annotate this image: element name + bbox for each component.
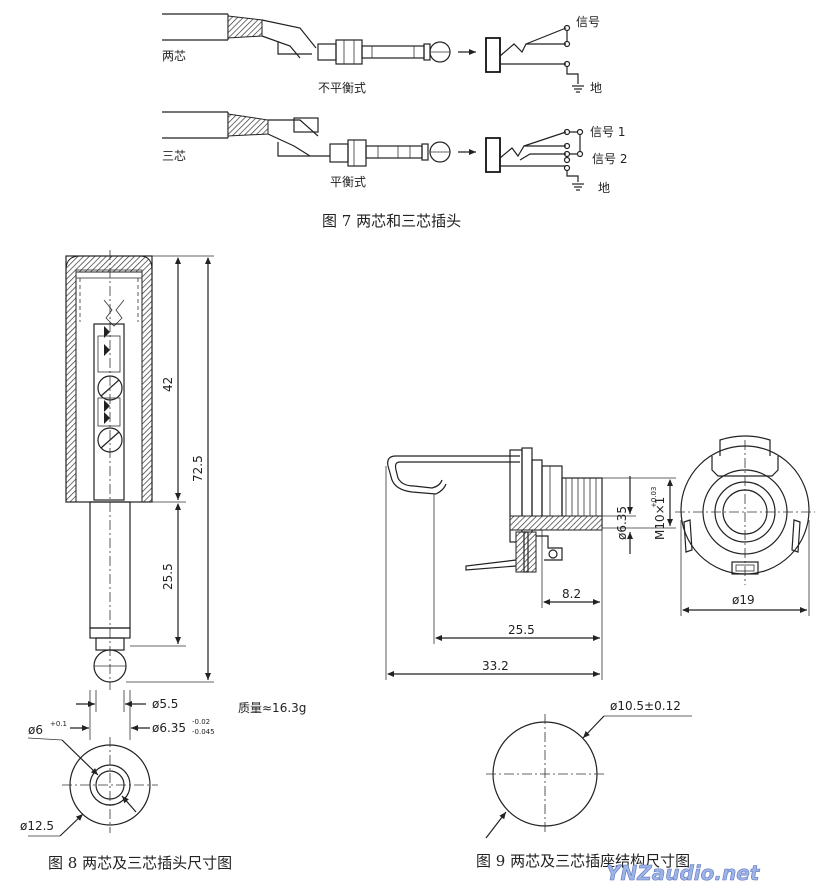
signal2-label: 信号 2 — [592, 152, 627, 166]
dim-33-2: 33.2 — [482, 659, 509, 673]
unbalanced-label: 不平衡式 — [318, 81, 366, 95]
ground2-label: 地 — [598, 181, 610, 195]
fig9-caption: 图 9 两芯及三芯插座结构尺寸图 — [476, 852, 690, 870]
fig8-plug-side-view — [65, 250, 214, 740]
dim-72-5: 72.5 — [191, 455, 205, 482]
dim-d6-35: ø6.35 — [152, 721, 186, 735]
dim-d6-35-tol-upper: -0.02 — [192, 718, 210, 726]
mass-label: 质量≈16.3g — [238, 701, 306, 715]
jack-dim-25-5: 25.5 — [508, 623, 535, 637]
fig7-three-core-plug — [162, 111, 584, 191]
dim-8-2: 8.2 — [562, 587, 581, 601]
ground-label: 地 — [590, 81, 602, 95]
fig8-plug-end-view — [27, 737, 158, 837]
dim-d5-5: ø5.5 — [152, 697, 178, 711]
fig7-two-core-plug — [162, 13, 584, 93]
three-core-label: 三芯 — [162, 149, 186, 163]
dim-d19: ø19 — [732, 593, 755, 607]
jack-dim-d6-35-tol: +0.03 — [650, 487, 658, 508]
dim-d6-35-tol-lower: -0.045 — [192, 728, 215, 736]
signal-label: 信号 — [576, 15, 600, 29]
balanced-label: 平衡式 — [330, 175, 366, 189]
fig9-jack-side-view — [385, 447, 676, 680]
watermark: YNZaudio.net — [606, 861, 761, 885]
fig9-panel-hole-view — [485, 714, 692, 839]
dim-25-5: 25.5 — [161, 563, 175, 590]
dim-42: 42 — [161, 377, 175, 392]
dim-d10-5: ø10.5±0.12 — [610, 699, 681, 713]
dim-d12-5: ø12.5 — [20, 819, 54, 833]
jack-dim-d6-35: ø6.35 — [615, 506, 629, 540]
signal1-label: 信号 1 — [590, 125, 625, 139]
dim-m10: M10×1 — [653, 497, 667, 540]
fig7-caption: 图 7 两芯和三芯插头 — [322, 212, 461, 230]
fig8-caption: 图 8 两芯及三芯插头尺寸图 — [48, 854, 232, 872]
dim-d6: ø6 — [28, 723, 43, 737]
fig9-jack-front-view — [675, 435, 815, 616]
two-core-label: 两芯 — [162, 49, 186, 63]
dim-d6-tol: +0.1 — [50, 720, 67, 728]
